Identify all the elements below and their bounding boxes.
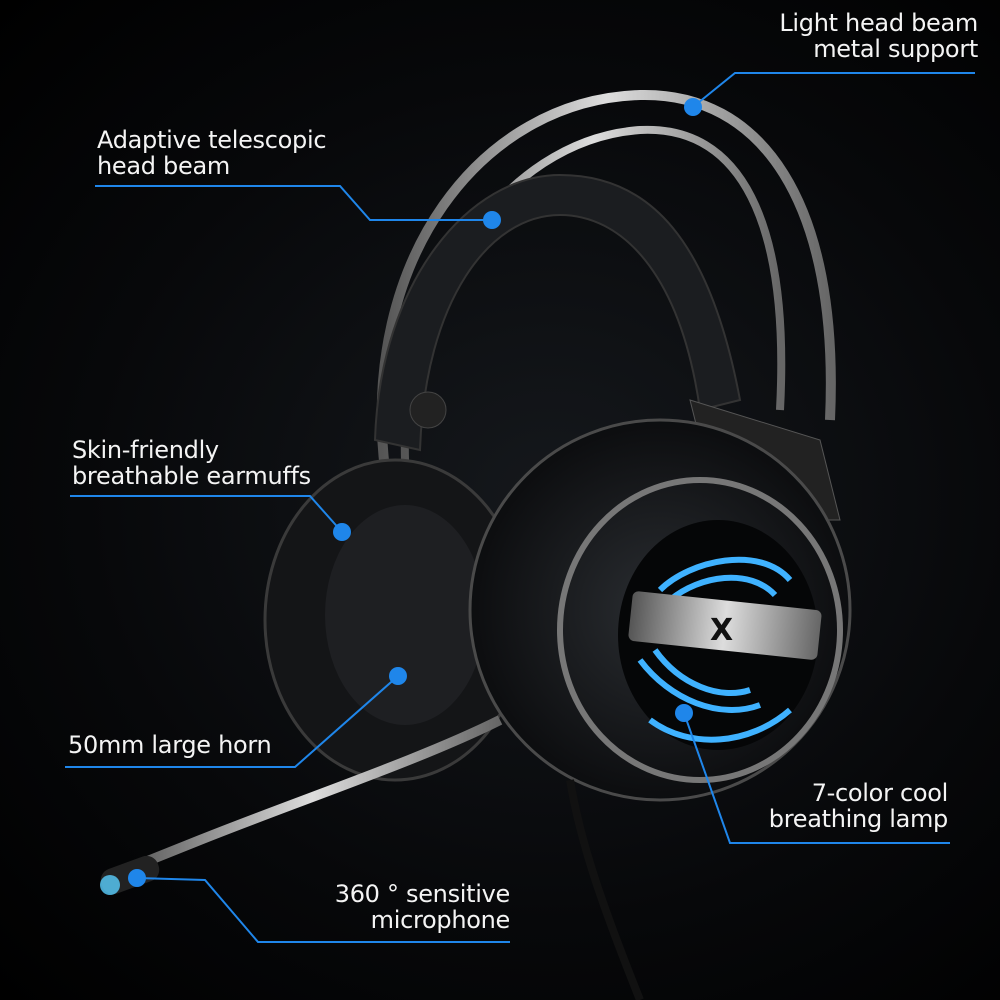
callout-telescopic: Adaptive telescopic head beam bbox=[97, 126, 327, 180]
callout-microphone: 360 ° sensitive microphone bbox=[334, 880, 511, 934]
callout-dot bbox=[389, 667, 407, 685]
callout-line: 50mm large horn bbox=[68, 731, 272, 759]
callout-line: head beam bbox=[97, 152, 230, 180]
callout-line: 360 ° sensitive bbox=[334, 880, 511, 908]
callout-headbeam-support: Light head beam metal support bbox=[779, 10, 978, 62]
callout-horn: 50mm large horn bbox=[68, 731, 272, 759]
callout-line: metal support bbox=[813, 35, 978, 63]
callout-line: Adaptive telescopic bbox=[97, 126, 327, 154]
callout-line: microphone bbox=[370, 906, 511, 934]
mic-boom bbox=[123, 715, 503, 875]
callout-lamp: 7-color cool breathing lamp bbox=[768, 779, 949, 833]
callout-dot bbox=[333, 523, 351, 541]
callout-dot bbox=[675, 704, 693, 722]
callout-line: breathable earmuffs bbox=[72, 462, 311, 490]
callout-line: Light head beam bbox=[779, 9, 978, 37]
head-beam bbox=[373, 173, 742, 452]
callout-earmuffs: Skin-friendly breathable earmuffs bbox=[72, 437, 311, 489]
logo-plate bbox=[628, 591, 822, 660]
callout-line: Skin-friendly bbox=[72, 436, 219, 464]
callout-dot bbox=[128, 869, 146, 887]
callout-line: breathing lamp bbox=[768, 805, 949, 833]
callout-dot bbox=[483, 211, 501, 229]
callout-line: 7-color cool bbox=[811, 779, 949, 807]
led-arcs bbox=[637, 556, 793, 743]
svg-text:X: X bbox=[710, 613, 733, 648]
callout-dot bbox=[684, 98, 702, 116]
metal-band-outer bbox=[376, 89, 836, 471]
